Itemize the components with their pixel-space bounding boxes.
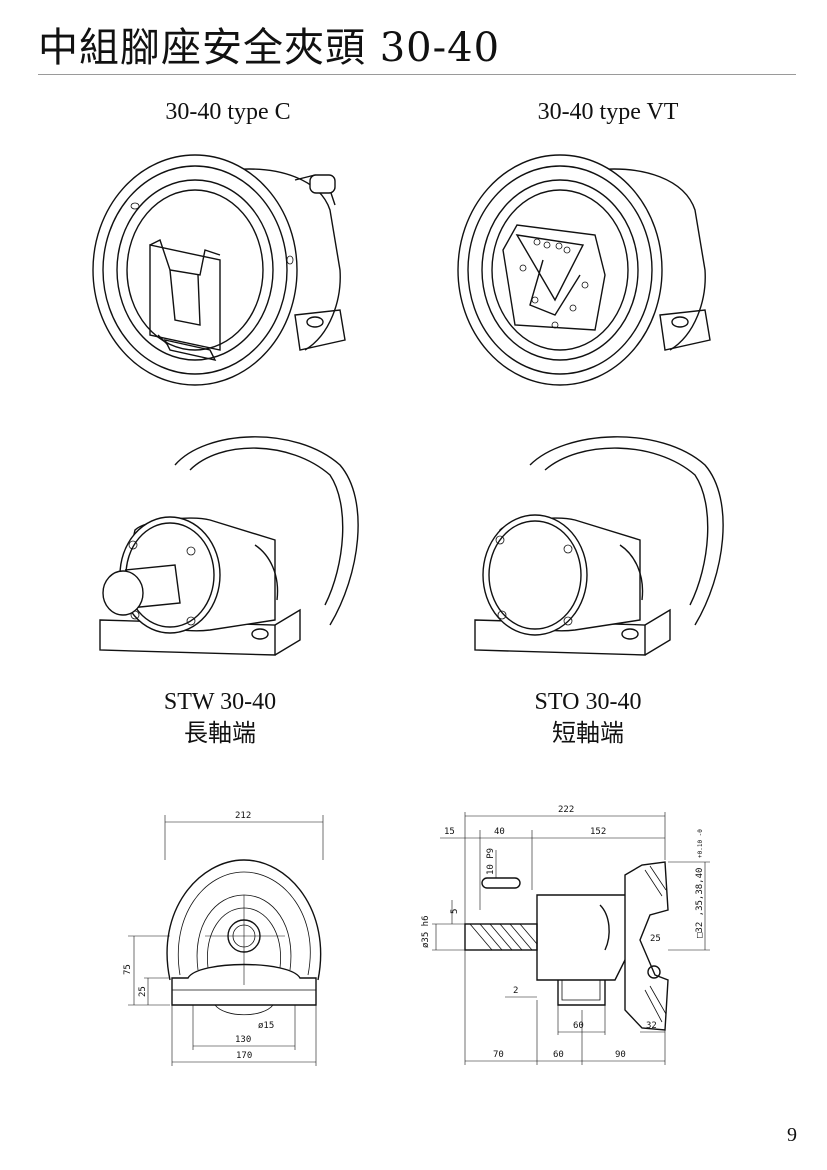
type-c-illustration (92, 154, 346, 386)
dim-2: 2 (513, 986, 518, 996)
dim-60: 60 (553, 1050, 564, 1060)
page-number: 9 (787, 1124, 797, 1146)
side-view-drawing: 222 15 40 152 10 P9 ø35 h6 5 □32 ,35,38,… (421, 805, 710, 1065)
caption-sto-model: STO 30-40 (534, 689, 642, 715)
front-view-drawing: 212 75 25 ø15 130 170 (123, 811, 324, 1066)
dim-152: 152 (590, 827, 606, 837)
sto-illustration (474, 436, 724, 656)
caption-type-c: 30-40 type C (165, 99, 291, 125)
dim-130: 130 (235, 1035, 251, 1045)
dim-dia15: ø15 (258, 1021, 274, 1031)
dim-25-jaw: 25 (650, 934, 661, 944)
page-title: 中組腳座安全夾頭 30-40 (38, 25, 501, 71)
dim-dia35h6: ø35 h6 (421, 915, 431, 948)
title-rule (38, 74, 796, 75)
caption-sto-desc: 短軸端 (552, 719, 624, 747)
caption-stw-model: STW 30-40 (163, 689, 277, 715)
dim-212: 212 (235, 811, 251, 821)
dim-60-foot: 60 (573, 1021, 584, 1031)
caption-type-vt: 30-40 type VT (537, 99, 679, 125)
stw-illustration (99, 436, 359, 656)
dim-170: 170 (236, 1051, 252, 1061)
dim-222: 222 (558, 805, 574, 815)
dim-90: 90 (615, 1050, 626, 1060)
dim-15: 15 (444, 827, 455, 837)
dim-square: □32 ,35,38,40 (695, 868, 705, 938)
caption-stw-desc: 長軸端 (184, 719, 256, 747)
dim-75: 75 (123, 964, 133, 975)
dim-5: 5 (450, 909, 460, 914)
dim-25: 25 (138, 986, 148, 997)
dim-40: 40 (494, 827, 505, 837)
dim-70: 70 (493, 1050, 504, 1060)
dim-10p9: 10 P9 (486, 848, 496, 875)
type-vt-illustration (457, 154, 711, 386)
dim-square-tol: +0.10 -0 (697, 829, 704, 858)
dim-32: 32 (646, 1021, 657, 1031)
